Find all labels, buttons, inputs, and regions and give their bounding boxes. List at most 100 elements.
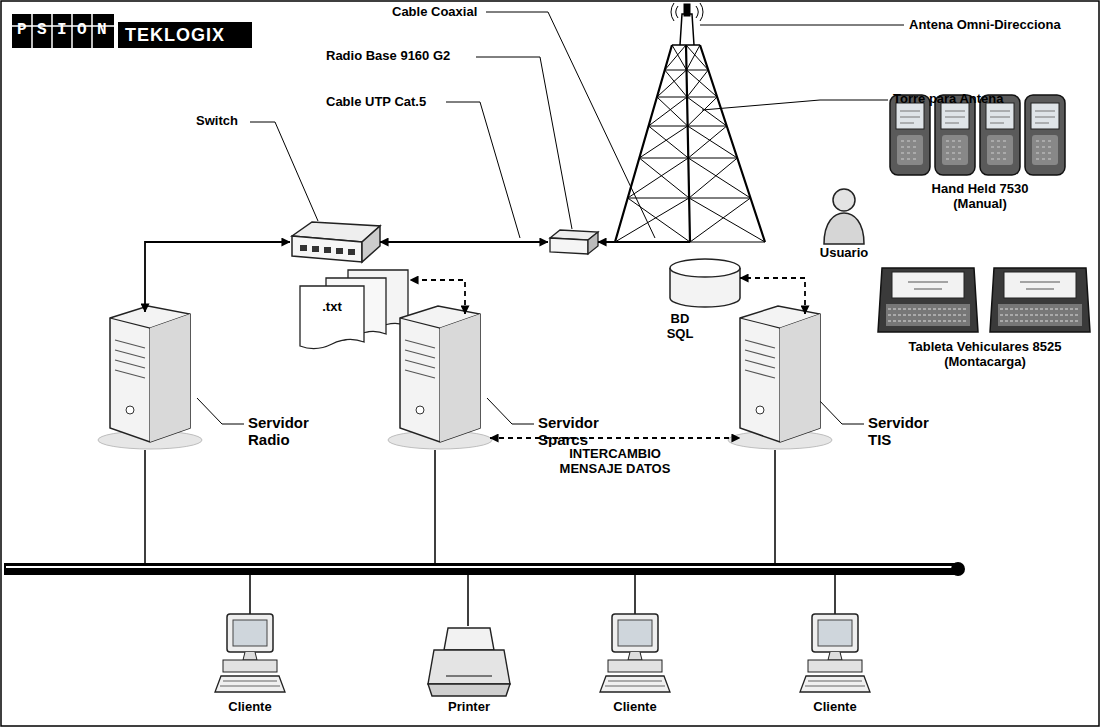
text-file: .txt [300,268,410,352]
printer-icon-part [428,650,510,684]
server: Servidor Radio [90,300,200,450]
network-bus-part [6,566,956,568]
label-box: Servidor Radio [248,414,330,449]
user-icon-part [824,213,864,244]
illustration-part [800,614,870,692]
network-bus-part [4,563,960,575]
printer-icon-part [446,675,492,676]
logo-text: PSION [17,15,117,45]
label-box: BD SQL [660,312,700,342]
illustration-part [890,95,930,175]
switch-icon-part [362,226,380,262]
network-cable [145,242,290,312]
label-box: Usuario [814,246,874,261]
database-cylinder [670,259,740,307]
antenna-tower: Torre para Antena [600,10,780,242]
logo-text: TEKLOGIX [125,24,225,46]
antenna-tower-part [615,198,765,242]
antenna-tower-part [615,45,765,242]
antenna-tower-part [657,70,717,97]
database-cylinder-part [670,259,740,277]
switch-icon-part [292,236,362,262]
server: Servidor TIS [720,300,830,450]
antenna-tower-part [628,158,751,198]
leader-line-part [250,122,318,221]
handheld-group: Hand Held 7530 (Manual) [885,90,1075,180]
label-box: .txt [302,300,362,315]
radio-base-icon-part [550,238,588,254]
antenna-tower [615,3,765,242]
leader-line-part [486,12,655,238]
server: Servidor Sparcs [380,300,490,450]
label-box: Cliente [205,700,295,715]
text-file-icon [300,270,408,349]
switch-icon-part [300,245,355,255]
data-exchange-arrow [410,280,465,314]
node-label: Radio Base 9160 G2 [326,49,476,64]
printer-icon [428,628,510,696]
antenna-tower-part [649,97,727,126]
node-label: BD SQL [660,312,700,342]
switch: Switch [290,222,380,262]
node-label: Servidor Radio [248,414,330,449]
radio-base-icon-part [588,232,598,254]
network-bus [4,450,965,626]
label-box: Tableta Vehiculares 8525 (Montacarga) [885,340,1085,370]
network-bus-part [951,562,965,576]
user: Usuario [818,185,870,245]
user-icon [824,189,864,244]
leader-line-part [487,398,534,424]
illustration-part [600,614,670,692]
printer: Printer [428,626,510,698]
antenna-tower-part [671,3,703,21]
node-label: Switch [196,114,256,129]
illustration-part [878,268,978,332]
label-box: Torre para Antena [893,92,1043,107]
node-label: .txt [302,300,362,315]
node-label: Servidor Sparcs [538,414,620,449]
antenna-tower-part [672,14,700,45]
label-box: Servidor TIS [868,414,950,449]
text-file-icon-part [300,286,364,349]
switch-icon [292,222,380,262]
radio-base: Radio Base 9160 G2 [548,230,598,254]
node-label: Printer [424,700,514,715]
antenna-tower-part [665,45,708,70]
illustration-part [935,95,975,175]
label-box: Servidor Sparcs [538,414,620,449]
database: BD SQL [668,258,742,308]
antenna-tower-part [639,126,737,158]
printer-icon-part [428,684,510,696]
client-pc: Cliente [215,612,285,697]
label-box: Radio Base 9160 G2 [326,49,476,64]
node-label: Hand Held 7530 (Manual) [920,182,1040,212]
network-bus-part [145,450,835,626]
logo [12,14,252,48]
data-exchange-arrow [740,278,805,314]
logo-part [118,22,252,48]
leader-line-part [446,102,520,238]
label-box: Switch [196,114,256,129]
callout-label: Antena Omni-Direcciona [909,17,1061,32]
illustration-part [215,614,285,692]
printer-icon-part [444,628,494,650]
callout-label: Cable Coaxial [392,4,477,19]
network-cable [598,241,690,243]
client-pc: Cliente [800,612,870,697]
edge-label: INTERCAMBIO MENSAJE DATOS [548,447,682,477]
user-icon-part [833,189,855,211]
node-label: Torre para Antena [893,92,1043,107]
node-label: Cliente [205,700,295,715]
radio-base-icon [550,230,598,254]
illustration-part [1025,95,1065,175]
leader-line-part [476,57,572,229]
node-label: Servidor TIS [868,414,950,449]
illustration-part [98,306,202,449]
leader-line-part [817,398,864,424]
illustration-part [990,268,1090,332]
